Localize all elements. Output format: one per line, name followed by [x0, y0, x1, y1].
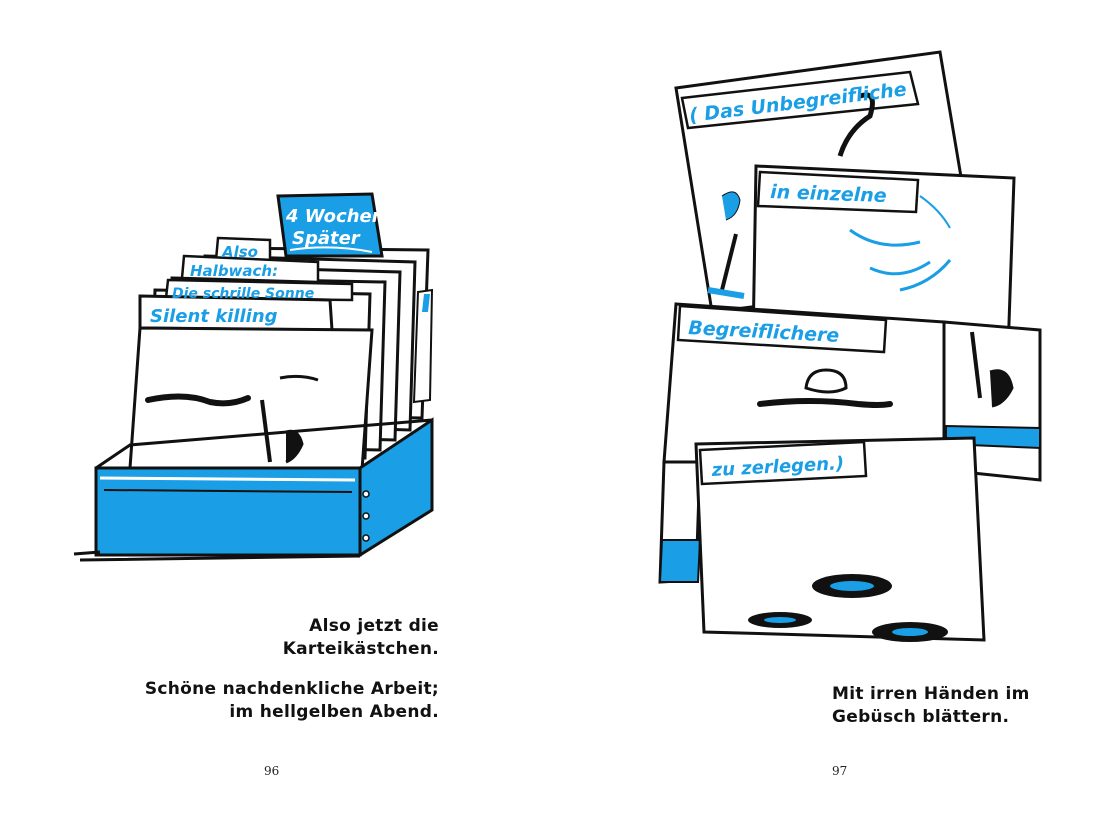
- card-file-box-illustration: [73, 192, 434, 562]
- caption-left-2: Schöne nachdenkliche Arbeit; im hellgelb…: [145, 678, 439, 724]
- caption-line: Karteikästchen.: [282, 639, 439, 659]
- caption-line: Schöne nachdenkliche Arbeit;: [144, 679, 439, 699]
- caption-line: Also jetzt die: [309, 616, 439, 636]
- tab-label-also: Also: [221, 243, 258, 261]
- caption-line: Mit irren Händen im: [832, 684, 1030, 704]
- caption-line: Gebüsch blättern.: [832, 707, 1010, 727]
- caption-left-1: Also jetzt die Karteikästchen.: [283, 615, 439, 661]
- page-number-right: 97: [832, 764, 848, 778]
- tab-label-halbwach: Halbwach:: [190, 262, 278, 280]
- card-label-in-einzelne: in einzelne: [770, 181, 887, 207]
- cards-stack-illustration: [658, 50, 1042, 642]
- tab-label-4-wochen-line2: Später: [292, 228, 361, 249]
- tab-label-die-schrille-sonne: Die schrille Sonne: [172, 286, 314, 302]
- tab-label-4-wochen-line1: 4 Wochen: [285, 206, 385, 227]
- caption-line: im hellgelben Abend.: [229, 702, 439, 722]
- tab-label-silent-killing: Silent killing: [150, 306, 278, 327]
- page-number-left: 96: [264, 764, 280, 778]
- caption-right: Mit irren Händen im Gebüsch blättern.: [832, 683, 1030, 729]
